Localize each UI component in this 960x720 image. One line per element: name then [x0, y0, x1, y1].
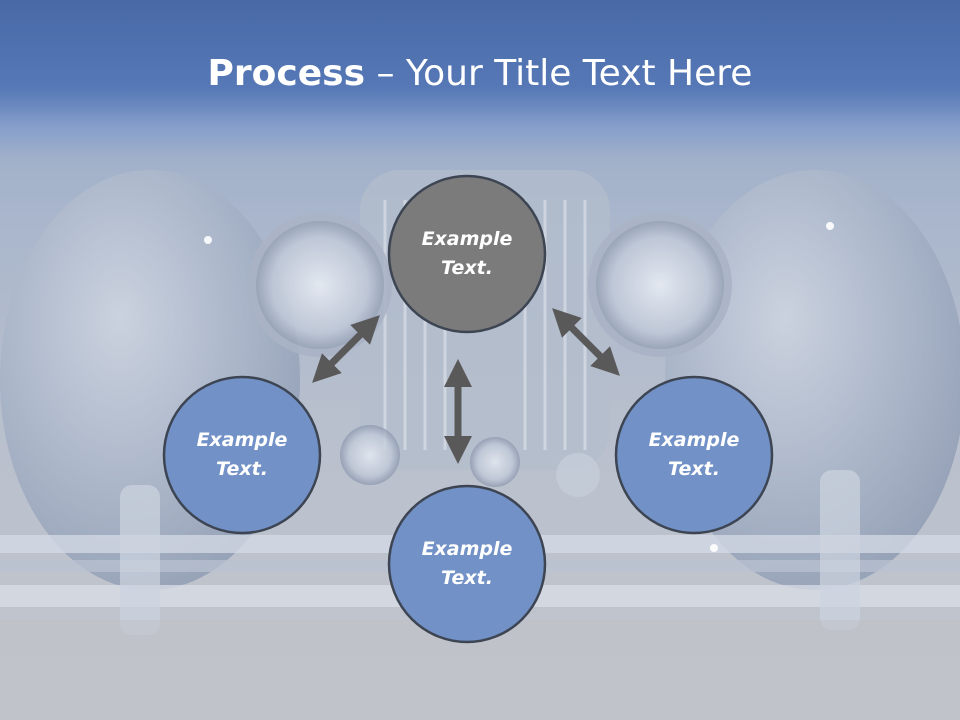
node-center-line1: Example — [421, 228, 513, 250]
node-left-line2: Text. — [216, 458, 268, 480]
node-right-line2: Text. — [668, 458, 720, 480]
node-left-line1: Example — [196, 429, 288, 451]
title-band — [0, 0, 960, 160]
node-right-circle[interactable] — [614, 375, 774, 535]
node-center-line2: Text. — [441, 257, 493, 279]
title-bold-part: Process — [207, 53, 366, 94]
title-rest-part: – Your Title Text Here — [365, 53, 753, 94]
node-bottom-line2: Text. — [441, 567, 493, 589]
node-center-label: Example Text. — [392, 225, 542, 283]
node-right-label: Example Text. — [619, 426, 769, 484]
node-bottom-line1: Example — [421, 538, 513, 560]
arrow-center-left — [312, 315, 380, 383]
node-right-line1: Example — [648, 429, 740, 451]
node-left-label: Example Text. — [167, 426, 317, 484]
node-bottom-circle[interactable] — [387, 484, 547, 644]
arrow-center-right — [552, 308, 620, 376]
slide-title: Process – Your Title Text Here — [0, 52, 960, 96]
node-center-circle[interactable] — [387, 174, 547, 334]
node-left-circle[interactable] — [162, 375, 322, 535]
node-bottom-label: Example Text. — [392, 535, 542, 593]
